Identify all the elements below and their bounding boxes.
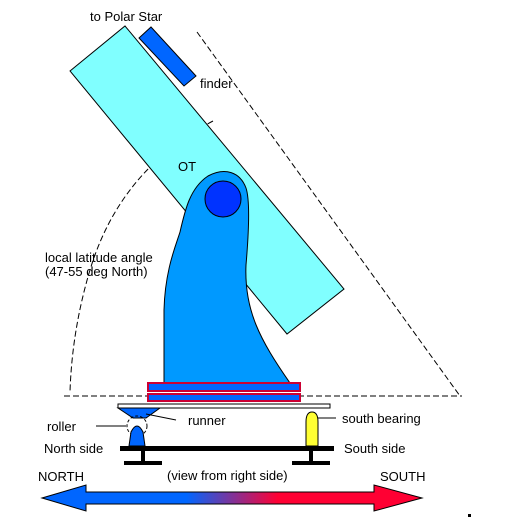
finder-scope [138,26,197,87]
latitude-label-line1: local latitude angle [45,250,153,265]
corner-mark [468,514,471,517]
view-note-label: (view from right side) [167,468,288,483]
pivot-bearing [204,180,242,218]
latitude-label-line2: (47-55 deg North) [45,264,148,279]
south-foot [309,451,313,461]
north-label: NORTH [38,469,84,484]
south-side-label: South side [344,441,405,456]
direction-arrow [40,484,424,512]
ground-board [120,446,334,451]
roller [128,425,146,447]
north-foot [141,451,145,461]
north-side-label: North side [44,441,103,456]
south-label: SOUTH [380,469,426,484]
polar-axis-line [196,31,461,397]
runner-leader [145,413,177,421]
platter-bottom [147,393,301,402]
base-board [117,403,331,409]
polar-star-label: to Polar Star [90,9,163,24]
roller-label: roller [47,419,77,434]
south-bearing-label: south bearing [342,411,421,426]
ot-label: OT [178,159,196,174]
runner [116,407,162,419]
south-bearing [305,411,319,447]
fork-arm [163,171,291,384]
platter-top [147,382,301,392]
south-foot-pad [292,461,330,465]
runner-label: runner [188,413,226,428]
north-foot-pad [124,461,162,465]
finder-label: finder [200,76,233,91]
